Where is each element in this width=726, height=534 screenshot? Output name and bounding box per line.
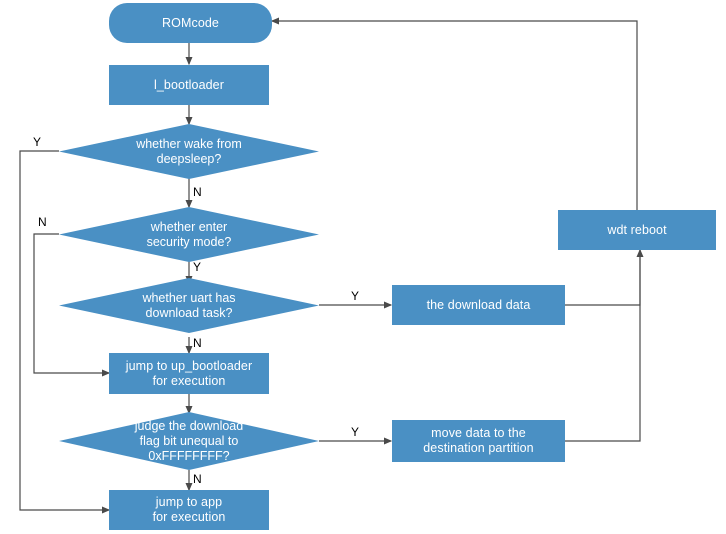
edge-deepsleep-yes-to-jumpapp <box>19 150 111 514</box>
node-whether-uart-has-download-task-label: whether uart has download task? <box>142 290 236 320</box>
node-wdt-reboot-label: wdt reboot <box>607 222 667 237</box>
node-judge-download-flag-label: judge the download flag bit unequal to 0… <box>134 418 244 463</box>
edge-security-no-to-upbootloader <box>33 233 111 377</box>
node-judge-download-flag[interactable]: judge the download flag bit unequal to 0… <box>59 412 319 470</box>
edge-label-security-no: N <box>38 215 47 229</box>
edge-wdt-to-romcode <box>270 17 638 210</box>
edge-label-judge-yes: Y <box>351 425 360 439</box>
node-l-bootloader-label: l_bootloader <box>153 77 224 92</box>
edge-label-judge-no: N <box>193 472 202 486</box>
diamond-shape <box>59 278 319 333</box>
diamond-shape <box>59 207 319 262</box>
node-the-download-data[interactable]: the download data <box>392 285 565 325</box>
node-move-data-to-destination-label: move data to the destination partition <box>423 426 534 455</box>
node-wdt-reboot[interactable]: wdt reboot <box>558 210 716 250</box>
diamond-shape <box>59 412 319 470</box>
edge-label-security-yes: Y <box>193 260 202 274</box>
edge-movedata-to-wdt <box>565 248 644 442</box>
node-jump-to-up-bootloader[interactable]: jump to up_bootloader for execution <box>109 353 269 394</box>
node-whether-enter-security-mode[interactable]: whether enter security mode? <box>59 207 319 262</box>
node-move-data-to-destination[interactable]: move data to the destination partition <box>392 420 565 462</box>
node-romcode[interactable]: ROMcode <box>109 3 272 43</box>
node-romcode-label: ROMcode <box>162 15 219 30</box>
node-whether-wake-from-deepsleep[interactable]: whether wake from deepsleep? <box>59 124 319 179</box>
edge-label-uart-no: N <box>193 336 202 350</box>
edge-label-uart-yes: Y <box>351 289 360 303</box>
node-whether-enter-security-mode-label: whether enter security mode? <box>146 219 232 249</box>
edge-label-deepsleep-yes: Y <box>33 135 42 149</box>
node-whether-uart-has-download-task[interactable]: whether uart has download task? <box>59 278 319 333</box>
diamond-shape <box>59 124 319 179</box>
node-the-download-data-label: the download data <box>426 297 531 312</box>
edge-label-deepsleep-no: N <box>193 185 202 199</box>
node-whether-wake-from-deepsleep-label: whether wake from deepsleep? <box>136 136 242 166</box>
node-jump-to-app[interactable]: jump to app for execution <box>109 490 269 530</box>
node-jump-to-app-label: jump to app for execution <box>152 495 226 524</box>
node-l-bootloader[interactable]: l_bootloader <box>109 65 269 105</box>
node-jump-to-up-bootloader-label: jump to up_bootloader for execution <box>125 358 253 388</box>
edge-download-to-wdt <box>565 250 641 306</box>
